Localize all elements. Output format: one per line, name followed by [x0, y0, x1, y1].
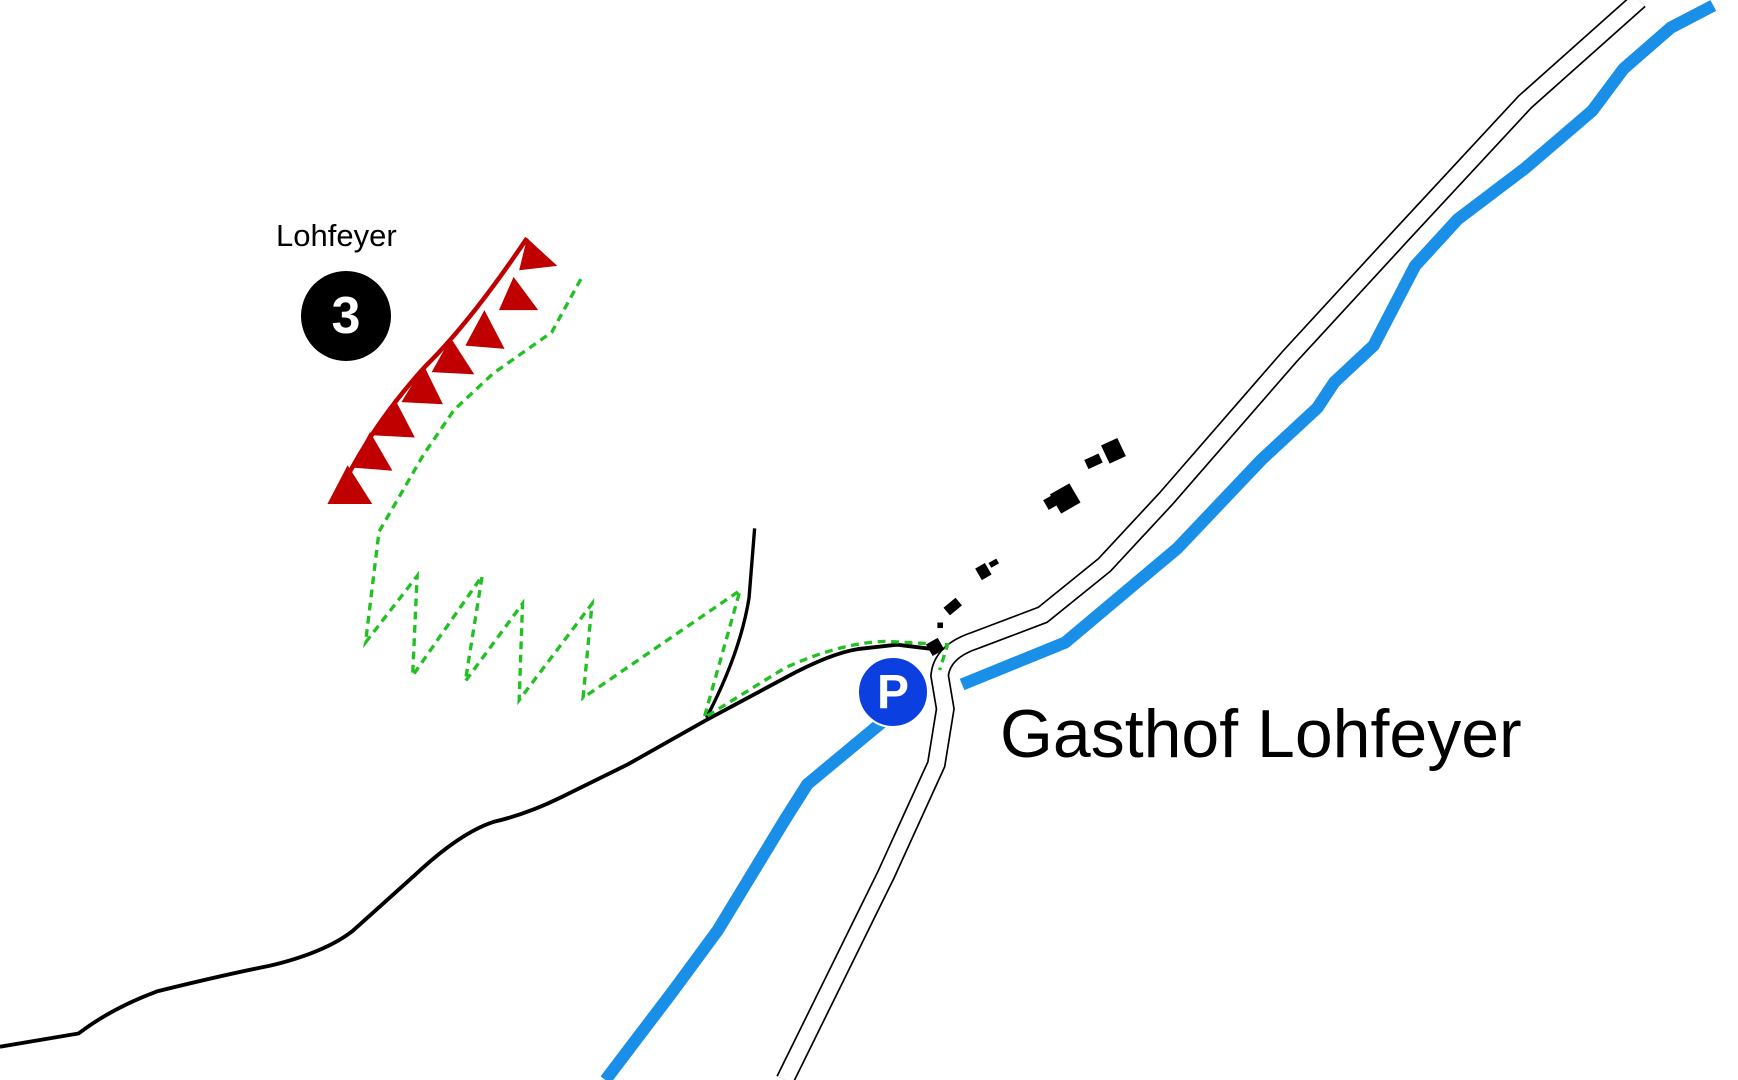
side-trail [704, 528, 757, 719]
buildings [925, 438, 1126, 656]
parking-icon: P [857, 656, 929, 728]
river [600, 0, 1717, 1080]
inn-label: Gasthof Lohfeyer [1000, 696, 1522, 772]
crag-number-marker: 3 [301, 271, 391, 361]
road [776, 0, 1646, 1080]
cliff-face [327, 236, 558, 504]
hiking-trail [0, 642, 934, 1049]
approach-path [363, 278, 950, 722]
crag-label: Lohfeyer [276, 218, 397, 253]
